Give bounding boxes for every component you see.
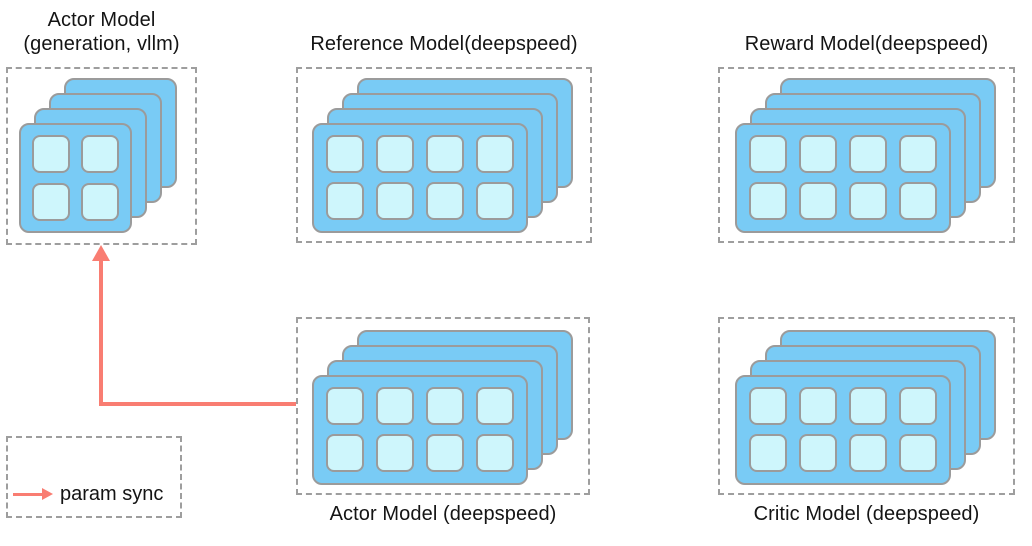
gpu-chip (849, 182, 887, 220)
gpu-chip (32, 183, 70, 221)
param-sync-legend-arrow-icon (13, 493, 43, 496)
gpu-chip-grid (737, 377, 949, 483)
gpu-chip (849, 387, 887, 425)
gpu-chip (476, 135, 514, 173)
gpu-card (735, 123, 951, 233)
gpu-chip (749, 434, 787, 472)
gpu-chip (899, 182, 937, 220)
gpu-chip-grid (21, 125, 130, 231)
gpu-card (312, 375, 528, 485)
gpu-chip (426, 434, 464, 472)
gpu-stack-critic-model (735, 330, 996, 485)
node-box-critic-model (718, 317, 1015, 495)
gpu-chip (799, 135, 837, 173)
gpu-stack-actor-model-deepspeed (312, 330, 573, 485)
gpu-chip (476, 182, 514, 220)
gpu-chip-grid (314, 125, 526, 231)
gpu-chip (899, 135, 937, 173)
gpu-card (735, 375, 951, 485)
node-box-actor-model-deepspeed (296, 317, 590, 495)
gpu-chip (749, 135, 787, 173)
gpu-chip (899, 434, 937, 472)
gpu-chip-grid (314, 377, 526, 483)
gpu-chip (376, 387, 414, 425)
gpu-chip (426, 135, 464, 173)
param-sync-arrow-head-icon (92, 245, 110, 261)
gpu-chip (376, 182, 414, 220)
gpu-stack-reference-model (312, 78, 573, 233)
gpu-chip (476, 434, 514, 472)
gpu-chip (81, 135, 119, 173)
gpu-chip (476, 387, 514, 425)
gpu-chip (799, 434, 837, 472)
node-title-critic-model: Critic Model (deepspeed) (753, 503, 980, 525)
gpu-chip (326, 182, 364, 220)
gpu-stack-reward-model (735, 78, 996, 233)
gpu-chip (326, 135, 364, 173)
gpu-chip (376, 135, 414, 173)
gpu-card (312, 123, 528, 233)
node-box-reference-model (296, 67, 592, 243)
node-title-reference-model: Reference Model(deepspeed) (310, 33, 578, 55)
gpu-chip (81, 183, 119, 221)
node-box-reward-model (718, 67, 1015, 243)
gpu-chip (799, 387, 837, 425)
gpu-chip (426, 182, 464, 220)
gpu-chip (326, 387, 364, 425)
gpu-chip-grid (737, 125, 949, 231)
param-sync-legend-arrow-head-icon (42, 488, 53, 500)
gpu-chip (749, 387, 787, 425)
legend-label: param sync (60, 483, 164, 505)
node-title-actor-model-deepspeed: Actor Model (deepspeed) (329, 503, 557, 525)
gpu-chip (326, 434, 364, 472)
gpu-chip (32, 135, 70, 173)
gpu-chip (426, 387, 464, 425)
title-line-1: Actor Model (47, 9, 156, 31)
legend-box (6, 436, 182, 518)
node-title-actor-model-vllm: Actor Model (generation, vllm) (6, 8, 197, 56)
gpu-chip (749, 182, 787, 220)
gpu-chip (899, 387, 937, 425)
gpu-chip (376, 434, 414, 472)
node-box-actor-model-vllm (6, 67, 197, 245)
gpu-chip (849, 434, 887, 472)
gpu-chip (799, 182, 837, 220)
gpu-chip (849, 135, 887, 173)
param-sync-arrow-horizontal-segment (99, 402, 296, 406)
title-line-2: (generation, vllm) (23, 33, 180, 55)
node-title-reward-model: Reward Model(deepspeed) (744, 33, 989, 55)
gpu-stack-actor-model-vllm (19, 78, 177, 233)
gpu-card (19, 123, 132, 233)
param-sync-arrow-vertical-segment (99, 260, 103, 406)
